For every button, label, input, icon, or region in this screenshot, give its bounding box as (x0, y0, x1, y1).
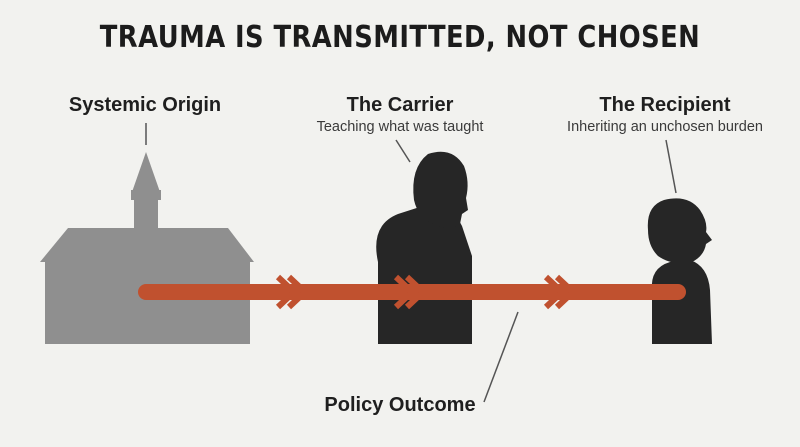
recipient-sublabel: Inheriting an unchosen burden (567, 119, 763, 135)
chevron-2-icon (393, 274, 428, 310)
recipient-silhouette (647, 198, 712, 344)
church-icon (40, 152, 254, 344)
recipient-leader-line (665, 139, 677, 194)
recipient-label: The Recipient (599, 94, 731, 116)
chevron-3-icon (543, 274, 578, 310)
transmission-arrow (138, 274, 686, 310)
chevron-1-icon (275, 274, 310, 310)
carrier-leader-line (395, 139, 411, 163)
carrier-label: The Carrier (346, 94, 454, 116)
carrier-silhouette (376, 151, 472, 344)
carrier-sublabel: Teaching what was taught (316, 119, 484, 135)
systemic-origin-label: Systemic Origin (68, 94, 222, 116)
outcome-leader-line (483, 311, 519, 403)
diagram-title: TRAUMA IS TRANSMITTED, NOT CHOSEN (99, 20, 701, 55)
policy-outcome-label: Policy Outcome (324, 394, 476, 416)
